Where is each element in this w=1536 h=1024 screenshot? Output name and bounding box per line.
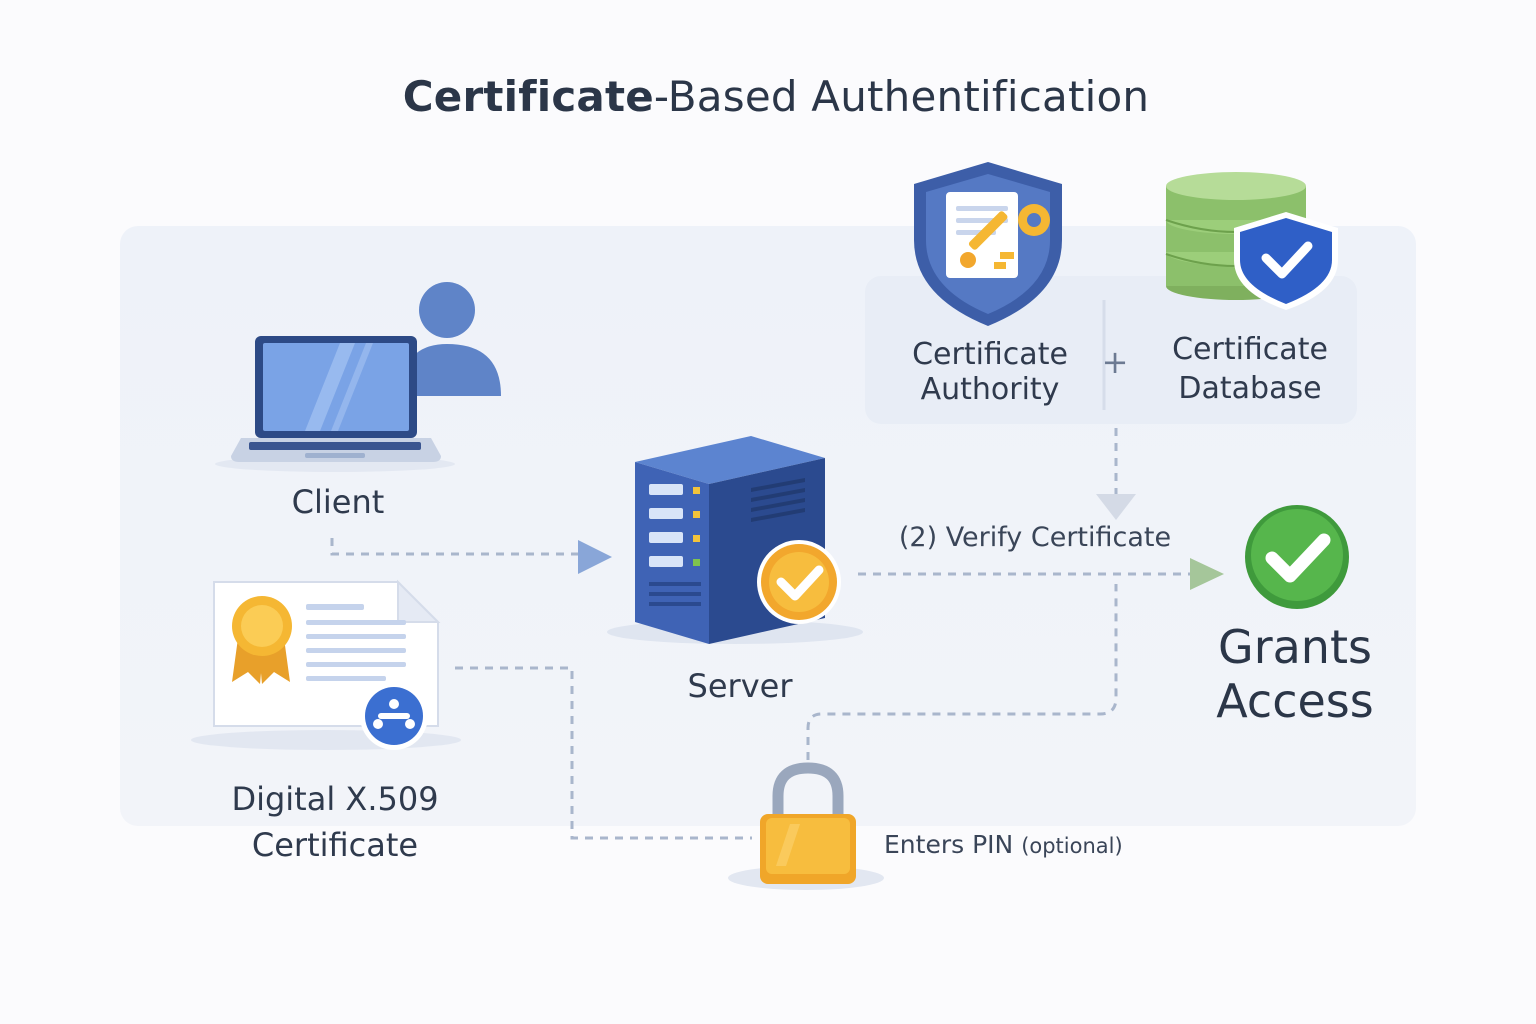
green-check-icon (1245, 505, 1349, 609)
arrow-client-server (578, 540, 612, 574)
certificate-label: Digital X.509 Certificate (200, 776, 470, 869)
database-shield-icon (1165, 172, 1338, 310)
certificate-label-line1: Digital X.509 (231, 780, 439, 818)
arrow-db-verify (1096, 494, 1136, 520)
db-label-line2: Database (1178, 371, 1322, 406)
db-label: Certificate Database (1140, 330, 1360, 408)
certificate-document-icon (191, 579, 461, 750)
arrow-to-access (1190, 558, 1224, 590)
server-label: Server (687, 667, 793, 705)
pin-label: Enters PIN (optional) (884, 830, 1144, 859)
access-label-line1: Grants (1218, 620, 1372, 674)
edge-pin-verify (806, 584, 1118, 760)
server-tower-icon (607, 436, 863, 644)
pin-label-main: Enters PIN (884, 830, 1014, 859)
ca-label: Certificate Authority (880, 337, 1100, 408)
plus-sign: + (1101, 343, 1129, 381)
ca-label-line2: Authority (920, 371, 1060, 407)
verify-certificate-label: (2) Verify Certificate (898, 522, 1172, 553)
title-rest: -Based Authentification (653, 72, 1150, 121)
certificate-label-line2: Certificate (251, 826, 419, 865)
title-bold: Certificate (402, 72, 654, 121)
padlock-icon (728, 762, 884, 890)
diagram-title: Certificate-Based Authentification (0, 72, 1536, 121)
pin-label-sub: (optional) (1021, 834, 1123, 858)
grants-access-label: Grants Access (1180, 620, 1410, 729)
client-label: Client (291, 483, 385, 521)
ca-label-line1: Certificate (912, 337, 1068, 372)
edge-client-server (330, 538, 580, 556)
db-label-line1: Certificate (1172, 332, 1328, 367)
laptop-user-icon (215, 282, 501, 472)
edge-cert-pin (455, 666, 752, 840)
access-label-line2: Access (1216, 674, 1374, 729)
shield-certificate-key-icon (914, 162, 1062, 326)
